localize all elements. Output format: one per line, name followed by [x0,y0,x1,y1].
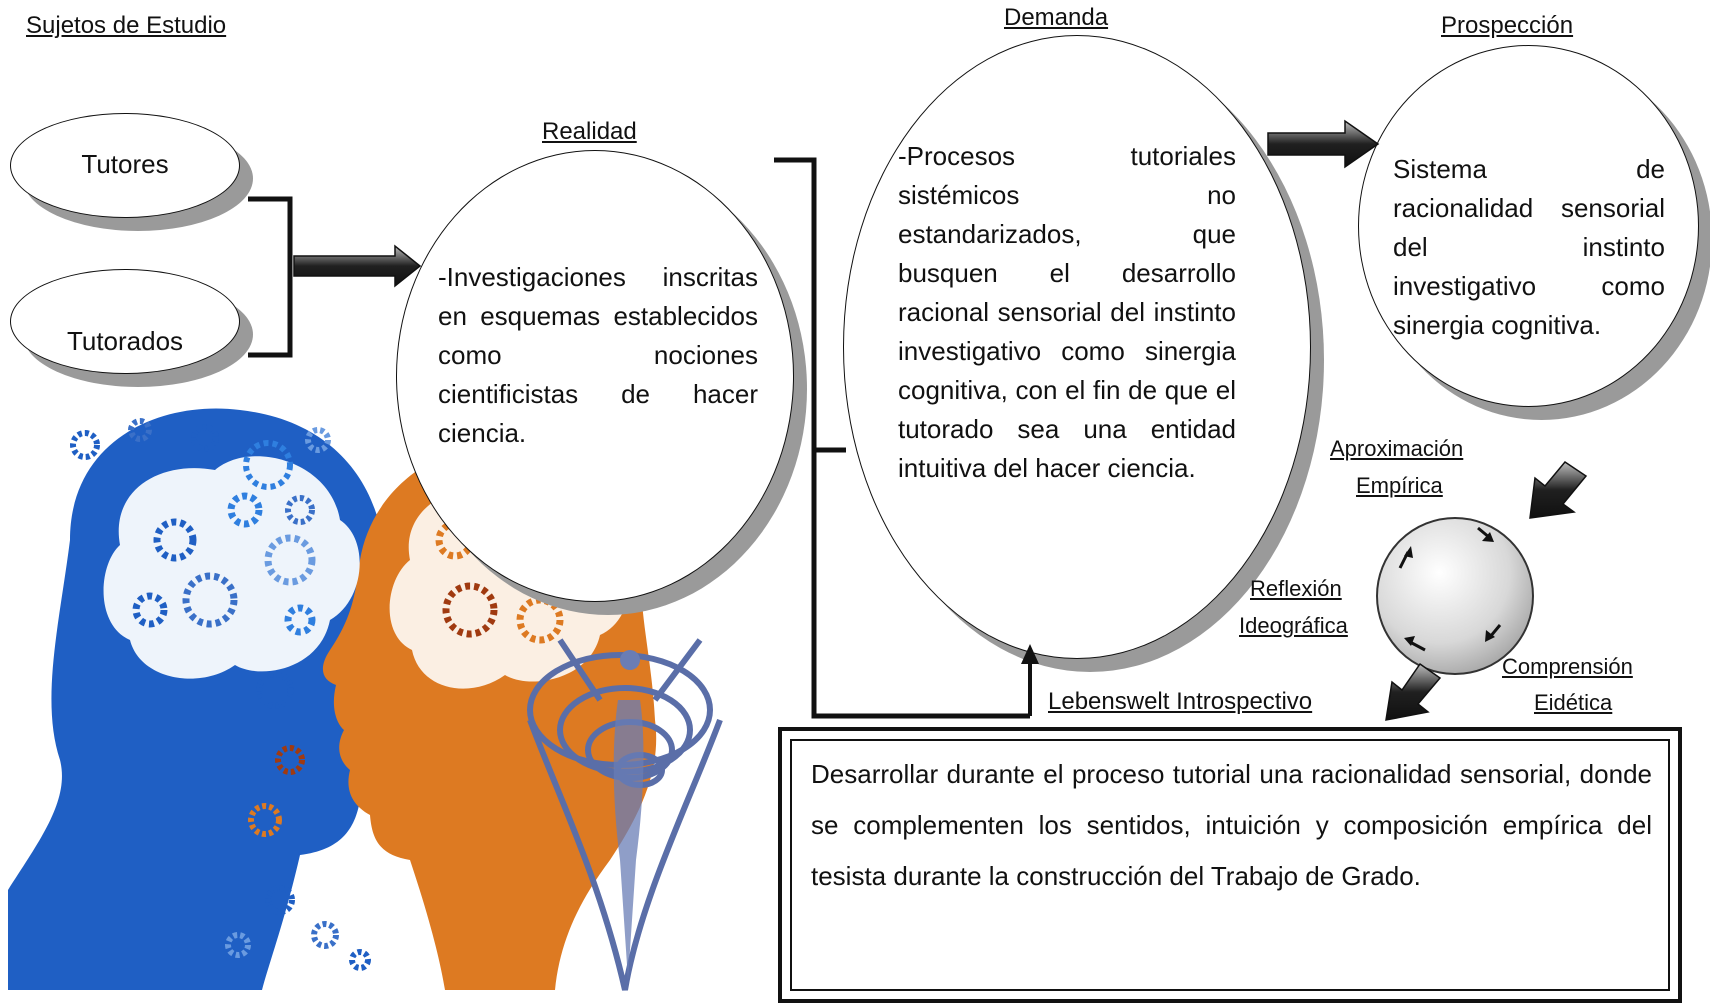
cycle-empirical-label-1: Aproximación [1330,436,1463,462]
arrow-to-reality [294,246,420,286]
cycle-comprehension-label-2: Eidética [1534,690,1612,716]
cycle-reflection-label-1: Reflexión [1250,576,1342,602]
cycle-comprehension-label-1: Comprensión [1502,654,1633,680]
cycle-circle [1377,518,1533,674]
conclusion-box: Desarrollar durante el proceso tutorial … [778,727,1682,1003]
prospect-text: Sistema de racionalidad sensorial del in… [1393,150,1665,345]
cycle-reflection-label-2: Ideográfica [1239,613,1348,639]
arrow-to-prospect [1268,121,1378,167]
subjects-bracket [248,199,290,355]
conclusion-text: Desarrollar durante el proceso tutorial … [811,749,1652,902]
arrow-to-conclusion [1386,664,1440,720]
demand-text: -Procesos tutoriales sistémicos no estan… [898,137,1236,488]
lebenswelt-label: Lebenswelt Introspectivo [1048,688,1312,716]
arrow-to-cycle [1530,462,1586,518]
cycle-empirical-label-2: Empírica [1356,473,1443,499]
reality-text: -Investigaciones inscritas en esquemas e… [438,258,758,453]
